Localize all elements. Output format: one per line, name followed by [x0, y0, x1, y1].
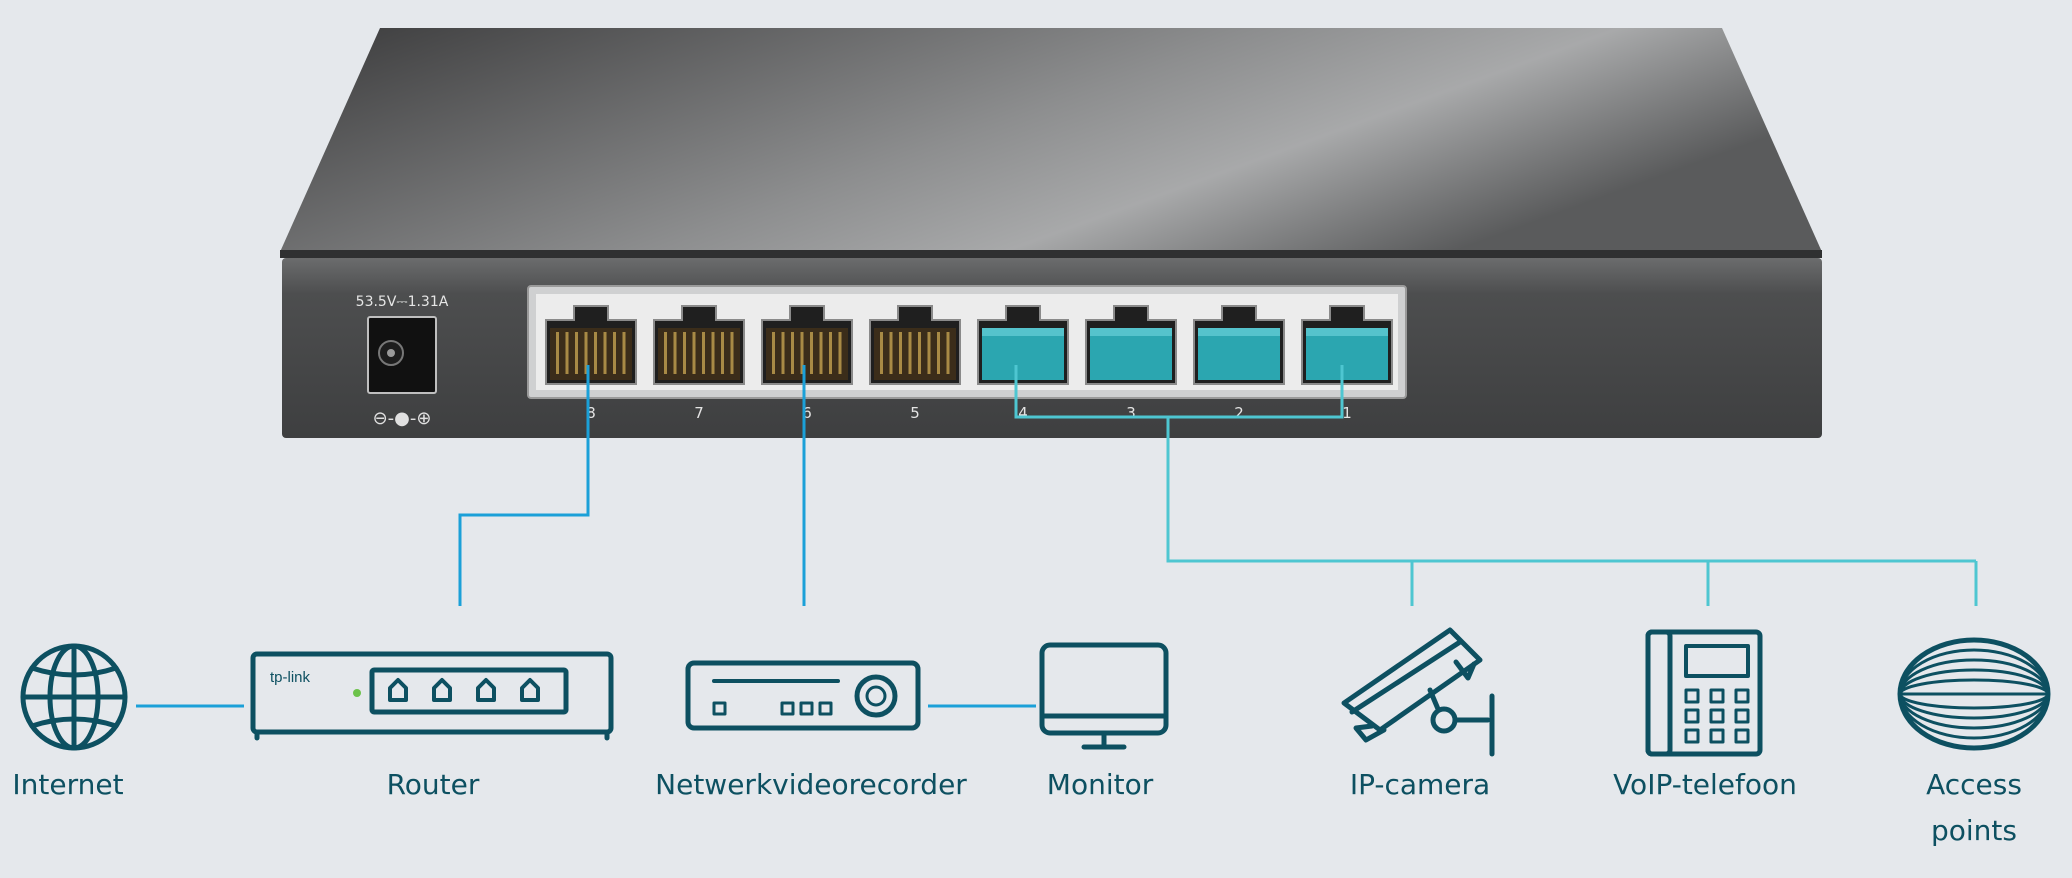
port-number-label: 3 [1126, 404, 1136, 422]
ethernet-port-7[interactable] [653, 305, 745, 385]
polarity-symbol: ⊖-●-⊕ [373, 408, 432, 429]
power-jack[interactable] [367, 316, 437, 394]
ethernet-port-4[interactable] [977, 305, 1069, 385]
access-point-icon [1897, 637, 2051, 751]
switch-edge [280, 250, 1822, 258]
switch: 53.5V⎓1.31A ⊖-●-⊕ 8 7 6 5 4 3 2 1 [280, 28, 1822, 438]
port-number-label: 1 [1342, 404, 1352, 422]
router-label: Router [387, 768, 480, 801]
port-number-label: 5 [910, 404, 920, 422]
voip-phone-label: VoIP-telefoon [1613, 768, 1797, 801]
port-number-label: 8 [586, 404, 596, 422]
poe-bracket [1014, 365, 1344, 419]
router-icon [250, 651, 614, 741]
phone-icon [1645, 629, 1763, 757]
access-points-label-line2: points [1931, 814, 2017, 847]
ethernet-port-2[interactable] [1193, 305, 1285, 385]
ethernet-port-8[interactable] [545, 305, 637, 385]
port-number-label: 4 [1018, 404, 1028, 422]
switch-top [280, 28, 1822, 252]
port-number-label: 6 [802, 404, 812, 422]
router-brand-logo: tp-link [270, 669, 311, 686]
globe-icon [20, 643, 128, 751]
poe-trunk [1166, 417, 1976, 563]
nvr-label: Netwerkvideorecorder [655, 768, 967, 801]
ethernet-port-1[interactable] [1301, 305, 1393, 385]
connection-lines [136, 365, 1978, 708]
ethernet-port-3[interactable] [1085, 305, 1177, 385]
port-number-label: 7 [694, 404, 704, 422]
ethernet-port-6[interactable] [761, 305, 853, 385]
monitor-icon [1039, 642, 1169, 750]
camera-icon [1341, 627, 1495, 757]
access-points-label-line1: Access [1926, 768, 2022, 801]
router-link [458, 365, 590, 606]
internet-label: Internet [12, 768, 123, 801]
port-number-label: 2 [1234, 404, 1244, 422]
power-spec-label: 53.5V⎓1.31A [356, 294, 449, 310]
ethernet-port-5[interactable] [869, 305, 961, 385]
monitor-label: Monitor [1047, 768, 1154, 801]
ip-camera-label: IP-camera [1350, 768, 1490, 801]
nvr-icon [685, 660, 921, 731]
